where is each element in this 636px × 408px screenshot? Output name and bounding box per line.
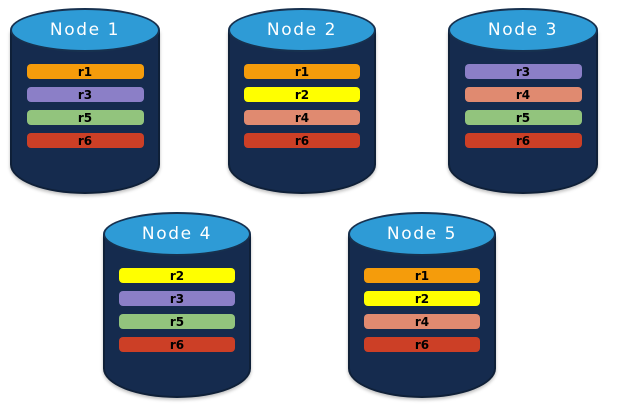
cylinder-top-ellipse: [448, 8, 598, 52]
cylinder-top-ellipse: [10, 8, 160, 52]
record-bar-r2[interactable]: r2: [364, 291, 480, 306]
record-bar-r1[interactable]: r1: [26, 64, 144, 79]
record-bar-r1[interactable]: r1: [364, 268, 480, 283]
record-bar-r3[interactable]: r3: [464, 64, 582, 79]
record-bar-r6[interactable]: r6: [244, 133, 360, 148]
record-bar-r3[interactable]: r3: [119, 291, 235, 306]
record-bar-r6[interactable]: r6: [26, 133, 144, 148]
record-list: r2 r3 r5 r6: [103, 268, 251, 352]
cylinder-top-ellipse: [348, 212, 496, 256]
record-bar-r1[interactable]: r1: [244, 64, 360, 79]
record-bar-r6[interactable]: r6: [364, 337, 480, 352]
record-bar-r5[interactable]: r5: [26, 110, 144, 125]
record-list: r1 r2 r4 r6: [348, 268, 496, 352]
record-bar-r6[interactable]: r6: [119, 337, 235, 352]
record-list: r1 r3 r5 r6: [10, 64, 160, 148]
record-bar-r5[interactable]: r5: [119, 314, 235, 329]
cylinder-top-ellipse: [228, 8, 376, 52]
record-list: r3 r4 r5 r6: [448, 64, 598, 148]
record-bar-r5[interactable]: r5: [464, 110, 582, 125]
record-bar-r4[interactable]: r4: [244, 110, 360, 125]
record-list: r1 r2 r4 r6: [228, 64, 376, 148]
record-bar-r6[interactable]: r6: [464, 133, 582, 148]
record-bar-r4[interactable]: r4: [464, 87, 582, 102]
record-bar-r3[interactable]: r3: [26, 87, 144, 102]
record-bar-r2[interactable]: r2: [119, 268, 235, 283]
cylinder-top-ellipse: [103, 212, 251, 256]
record-bar-r2[interactable]: r2: [244, 87, 360, 102]
record-bar-r4[interactable]: r4: [364, 314, 480, 329]
